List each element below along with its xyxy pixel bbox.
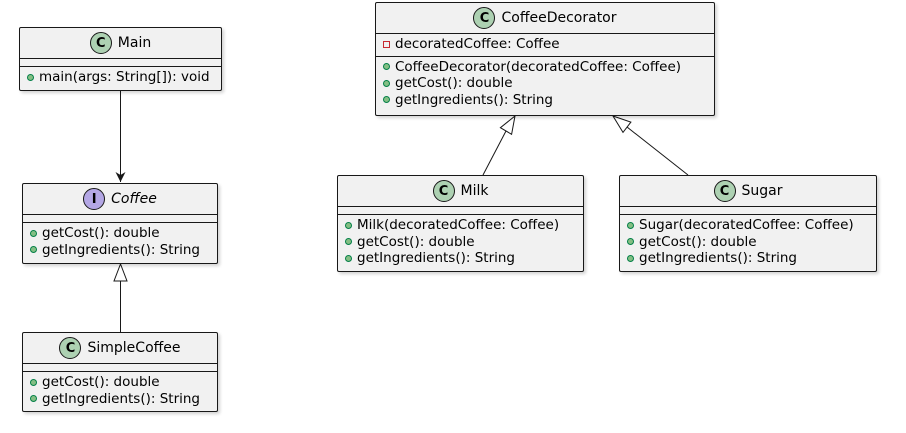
method-row: getIngredients(): String bbox=[23, 391, 217, 408]
public-visibility-icon bbox=[345, 254, 352, 262]
public-visibility-icon bbox=[627, 221, 634, 229]
method-row: main(args: String[]): void bbox=[20, 69, 221, 86]
method-row: getCost(): double bbox=[376, 75, 714, 92]
method-row: getCost(): double bbox=[338, 234, 583, 251]
method-signature: Sugar(decoratedCoffee: Coffee) bbox=[639, 217, 854, 234]
public-visibility-icon bbox=[383, 79, 390, 87]
class-name: CoffeeDecorator bbox=[501, 10, 617, 26]
method-row: getCost(): double bbox=[23, 225, 217, 242]
public-visibility-icon bbox=[627, 254, 634, 262]
public-visibility-icon bbox=[345, 238, 352, 246]
methods-section: getCost(): double getIngredients(): Stri… bbox=[23, 371, 217, 410]
method-row: CoffeeDecorator(decoratedCoffee: Coffee) bbox=[376, 59, 714, 76]
interface-stereotype-icon: I bbox=[83, 188, 106, 210]
class-name: Milk bbox=[460, 183, 489, 199]
private-visibility-icon bbox=[383, 40, 390, 48]
method-signature: getIngredients(): String bbox=[639, 250, 798, 267]
method-signature: getIngredients(): String bbox=[357, 250, 516, 267]
method-signature: CoffeeDecorator(decoratedCoffee: Coffee) bbox=[395, 58, 682, 75]
class-name: Coffee bbox=[111, 191, 157, 207]
method-row: Sugar(decoratedCoffee: Coffee) bbox=[620, 217, 876, 234]
public-visibility-icon bbox=[30, 378, 37, 386]
method-signature: getCost(): double bbox=[357, 233, 475, 250]
class-stereotype-icon: C bbox=[713, 180, 736, 202]
methods-section: Milk(decoratedCoffee: Coffee) getCost():… bbox=[338, 214, 583, 270]
methods-section: main(args: String[]): void bbox=[20, 66, 221, 89]
method-signature: getCost(): double bbox=[42, 225, 160, 242]
public-visibility-icon bbox=[30, 395, 37, 403]
method-row: getIngredients(): String bbox=[620, 250, 876, 267]
class-main[interactable]: C Main main(args: String[]): void bbox=[19, 27, 222, 91]
inheritance-milk-to-coffeedecorator bbox=[482, 114, 516, 176]
method-signature: getCost(): double bbox=[639, 233, 757, 250]
class-name: Sugar bbox=[741, 183, 783, 199]
method-row: getIngredients(): String bbox=[338, 250, 583, 267]
method-signature: getCost(): double bbox=[395, 75, 513, 92]
inheritance-simplecoffee-to-coffee bbox=[113, 262, 128, 332]
class-milk[interactable]: C Milk Milk(decoratedCoffee: Coffee) get… bbox=[337, 175, 584, 272]
class-stereotype-icon: C bbox=[473, 7, 496, 29]
class-sugar[interactable]: C Sugar Sugar(decoratedCoffee: Coffee) g… bbox=[619, 175, 877, 272]
class-name: Main bbox=[117, 35, 152, 51]
method-signature: getIngredients(): String bbox=[395, 91, 554, 108]
field-row: decoratedCoffee: Coffee bbox=[376, 36, 714, 53]
method-row: getCost(): double bbox=[620, 234, 876, 251]
inheritance-sugar-to-coffeedecorator bbox=[611, 115, 689, 176]
field-signature: decoratedCoffee: Coffee bbox=[395, 36, 560, 53]
method-signature: main(args: String[]): void bbox=[39, 69, 210, 86]
public-visibility-icon bbox=[383, 63, 390, 71]
methods-section: CoffeeDecorator(decoratedCoffee: Coffee)… bbox=[376, 55, 714, 112]
class-simplecoffee[interactable]: C SimpleCoffee getCost(): double getIngr… bbox=[22, 332, 218, 412]
method-row: getIngredients(): String bbox=[376, 92, 714, 109]
public-visibility-icon bbox=[383, 96, 390, 104]
fields-section bbox=[23, 363, 217, 371]
fields-section: decoratedCoffee: Coffee bbox=[376, 33, 714, 56]
public-visibility-icon bbox=[30, 246, 37, 254]
fields-section bbox=[338, 206, 583, 214]
public-visibility-icon bbox=[30, 229, 37, 237]
fields-section bbox=[620, 206, 876, 214]
method-signature: getIngredients(): String bbox=[42, 390, 201, 407]
method-signature: getCost(): double bbox=[42, 374, 160, 391]
fields-section bbox=[23, 214, 217, 222]
fields-section bbox=[20, 58, 221, 66]
methods-section: getCost(): double getIngredients(): Stri… bbox=[23, 222, 217, 261]
public-visibility-icon bbox=[345, 221, 352, 229]
class-stereotype-icon: C bbox=[432, 180, 455, 202]
class-stereotype-icon: C bbox=[59, 337, 82, 359]
method-row: Milk(decoratedCoffee: Coffee) bbox=[338, 217, 583, 234]
interface-coffee[interactable]: I Coffee getCost(): double getIngredient… bbox=[22, 183, 218, 264]
class-coffeedecorator[interactable]: C CoffeeDecorator decoratedCoffee: Coffe… bbox=[375, 2, 715, 116]
public-visibility-icon bbox=[627, 238, 634, 246]
class-name: SimpleCoffee bbox=[87, 340, 181, 356]
method-row: getIngredients(): String bbox=[23, 242, 217, 259]
method-row: getCost(): double bbox=[23, 374, 217, 391]
public-visibility-icon bbox=[27, 73, 34, 81]
method-signature: Milk(decoratedCoffee: Coffee) bbox=[357, 217, 560, 234]
method-signature: getIngredients(): String bbox=[42, 241, 201, 258]
class-stereotype-icon: C bbox=[89, 32, 112, 54]
methods-section: Sugar(decoratedCoffee: Coffee) getCost()… bbox=[620, 214, 876, 270]
